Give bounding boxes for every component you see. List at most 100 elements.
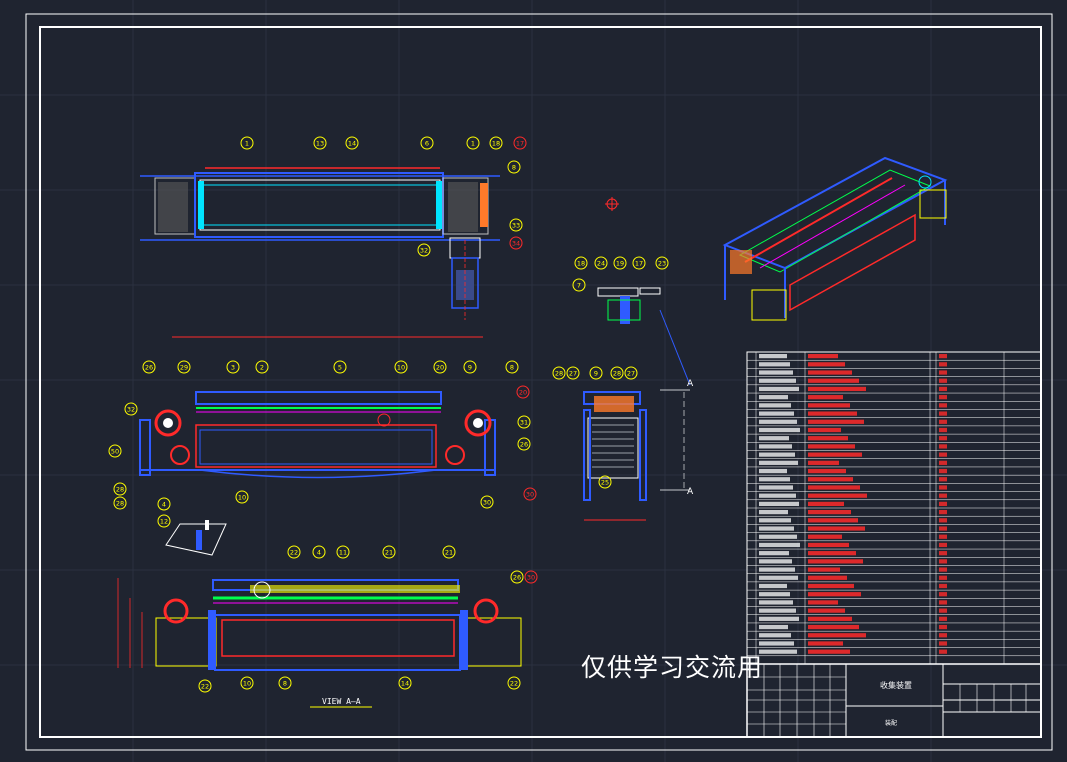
balloon-label: 30 — [526, 491, 534, 499]
balloon-label: 27 — [627, 370, 635, 378]
bom-material-cell — [939, 378, 947, 383]
bom-code-cell — [759, 370, 793, 375]
bom-name-cell — [808, 395, 843, 400]
bom-name-cell — [808, 411, 857, 416]
bom-name-cell — [808, 436, 848, 441]
outer-frame — [25, 13, 1053, 751]
bom-code-cell — [759, 354, 787, 359]
balloon-label: 26 — [513, 574, 521, 582]
balloon-circle — [523, 487, 537, 501]
balloon-circle — [632, 256, 646, 270]
balloon-circle — [516, 385, 530, 399]
watermark-text: 仅供学习交流用 — [581, 653, 764, 682]
balloon-label: 20 — [519, 389, 527, 397]
balloon-circle — [113, 482, 127, 496]
balloon-label: 26 — [145, 364, 153, 372]
bom-code-cell — [759, 518, 791, 523]
balloon-label: 29 — [180, 364, 188, 372]
bom-name-cell — [808, 575, 847, 580]
bom-name-cell — [808, 567, 840, 572]
balloon-label: 18 — [492, 140, 500, 148]
balloon-circle — [505, 360, 519, 374]
bom-material-cell — [939, 444, 947, 449]
balloon-circle — [442, 545, 456, 559]
balloon-circle — [513, 136, 527, 150]
balloon-label: 21 — [385, 549, 393, 557]
bom-name-cell — [808, 386, 866, 392]
bom-name-cell — [808, 583, 854, 589]
balloon-circle — [589, 366, 603, 380]
balloon-label: 7 — [577, 282, 581, 290]
balloon-circle — [157, 514, 171, 528]
bom-code-cell — [759, 444, 792, 449]
balloon-label: 22 — [510, 680, 518, 688]
bom-material-cell — [939, 370, 947, 375]
balloon-label: 1 — [471, 140, 475, 148]
balloon-circle — [509, 218, 523, 232]
bom-name-cell — [808, 354, 838, 359]
bom-code-cell — [759, 567, 795, 572]
balloon-circle — [398, 676, 412, 690]
bom-name-cell — [808, 608, 845, 613]
balloon-label: 4 — [317, 549, 321, 557]
balloon-circle — [108, 444, 122, 458]
bom-material-cell — [939, 641, 947, 646]
bom-code-cell — [759, 386, 799, 392]
balloon-circle — [566, 366, 580, 380]
balloon-label: 9 — [594, 370, 598, 378]
bom-name-cell — [808, 551, 856, 556]
title-block — [746, 663, 1042, 738]
balloon-circle — [507, 160, 521, 174]
balloon-label: 26 — [520, 441, 528, 449]
bom-material-cell — [939, 534, 947, 539]
balloon-circle — [433, 360, 447, 374]
bom-material-cell — [939, 395, 947, 400]
balloon-label: 31 — [520, 419, 528, 427]
bom-material-cell — [939, 354, 947, 359]
balloon-circle — [142, 360, 156, 374]
bom-code-cell — [759, 592, 790, 597]
section-marker-top: A — [687, 379, 694, 389]
balloon-label: 13 — [316, 140, 324, 148]
bom-material-cell — [939, 485, 947, 490]
bom-material-cell — [939, 616, 947, 621]
bom-code-cell — [759, 542, 800, 548]
section-view — [117, 578, 522, 708]
bom-name-cell — [808, 493, 867, 498]
bom-code-cell — [759, 485, 793, 490]
bom-table — [746, 351, 1042, 665]
balloon-label: 8 — [510, 364, 514, 372]
bom-code-cell — [759, 403, 791, 408]
bom-material-cell — [939, 460, 947, 465]
bom-code-cell — [759, 551, 789, 556]
bom-name-cell — [808, 362, 845, 367]
bom-name-cell — [808, 592, 861, 597]
bom-code-cell — [759, 559, 792, 564]
balloon-circle — [610, 366, 624, 380]
bom-material-cell — [939, 452, 947, 457]
balloon-label: 28 — [613, 370, 621, 378]
balloon-circle — [524, 570, 538, 584]
bom-name-cell — [808, 510, 851, 515]
balloon-label: 10 — [238, 494, 246, 502]
bom-code-cell — [759, 616, 799, 621]
balloon-circle — [420, 136, 434, 150]
balloon-circle — [394, 360, 408, 374]
bom-name-cell — [808, 378, 859, 383]
balloon-circle — [489, 136, 503, 150]
bom-material-cell — [939, 559, 947, 564]
balloon-label: 25 — [601, 479, 609, 487]
bom-code-cell — [759, 452, 795, 457]
balloon-circle — [382, 545, 396, 559]
balloon-label: 8 — [512, 164, 516, 172]
bom-material-cell — [939, 583, 947, 589]
balloon-circle — [287, 545, 301, 559]
section-view-label: VIEW A—A — [322, 697, 361, 706]
bom-name-cell — [808, 477, 853, 482]
balloon-label: 21 — [445, 549, 453, 557]
balloon-label: 10 — [243, 680, 251, 688]
balloon-circle — [598, 475, 612, 489]
balloon-label: 11 — [339, 549, 347, 557]
